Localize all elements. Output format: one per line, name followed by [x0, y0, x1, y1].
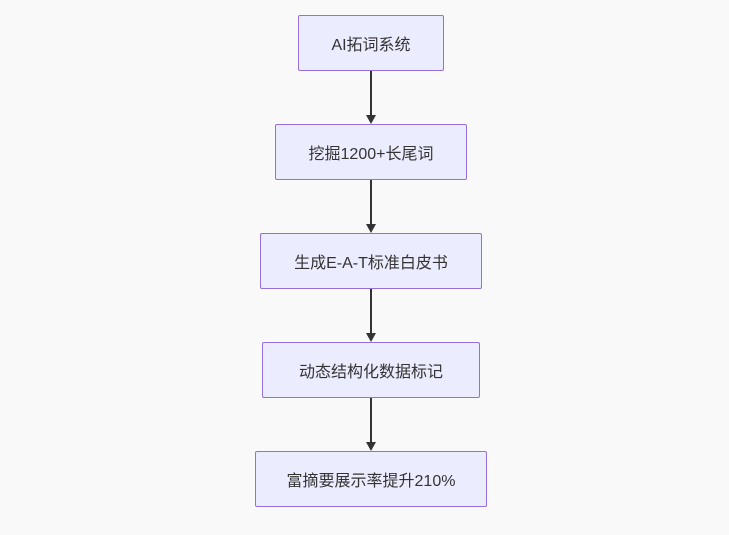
node-rich-snippet-rate-result: 富摘要展示率提升210%	[255, 451, 487, 507]
arrowhead-down-icon	[366, 333, 376, 342]
node-label: 生成E-A-T标准白皮书	[294, 255, 448, 272]
flowchart-edge-2	[365, 180, 377, 233]
flowchart-edge-4	[365, 398, 377, 451]
arrowhead-down-icon	[366, 442, 376, 451]
node-eat-whitepaper-generation: 生成E-A-T标准白皮书	[260, 233, 482, 289]
node-dynamic-structured-data-markup: 动态结构化数据标记	[262, 342, 480, 398]
edge-line	[370, 180, 372, 225]
flowchart-edge-1	[365, 71, 377, 124]
edge-line	[370, 289, 372, 334]
node-ai-expansion-system: AI拓词系统	[298, 15, 444, 71]
node-label: AI拓词系统	[331, 37, 411, 54]
node-longtail-keyword-mining: 挖掘1200+长尾词	[275, 124, 467, 180]
flowchart-edge-3	[365, 289, 377, 342]
node-label: 富摘要展示率提升210%	[286, 473, 456, 490]
edge-line	[370, 71, 372, 116]
node-label: 挖掘1200+长尾词	[308, 146, 434, 163]
arrowhead-down-icon	[366, 224, 376, 233]
edge-line	[370, 398, 372, 443]
node-label: 动态结构化数据标记	[298, 364, 443, 381]
arrowhead-down-icon	[366, 115, 376, 124]
